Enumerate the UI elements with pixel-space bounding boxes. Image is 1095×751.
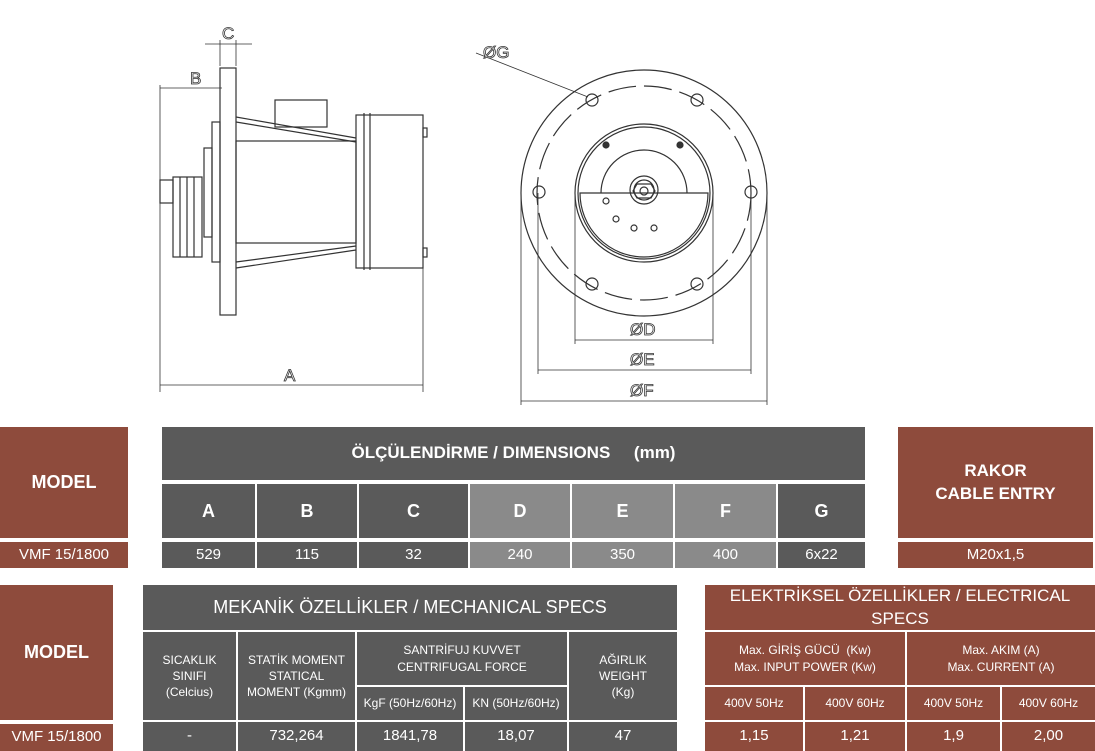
input-power-en: Max. INPUT POWER (Kw): [734, 659, 876, 674]
dimensions-title: ÖLÇÜLENDİRME / DIMENSIONS (mm): [162, 427, 865, 480]
kgf-value: 1841,78: [357, 722, 463, 751]
dim-col-e: E: [572, 484, 673, 538]
cable-entry-header-en: CABLE ENTRY: [935, 483, 1056, 503]
dim-col-f: F: [675, 484, 776, 538]
dim-label-e: ØE: [630, 350, 655, 369]
current-header: Max. AKIM (A) Max. CURRENT (A): [907, 632, 1095, 685]
current-en: Max. CURRENT (A): [947, 659, 1055, 674]
side-view: [159, 40, 428, 392]
dim-col-d: D: [470, 484, 570, 538]
current-60hz-header: 400V 60Hz: [1002, 687, 1095, 720]
current-tr: Max. AKIM (A): [962, 643, 1040, 658]
input-power-tr: Max. GİRİŞ GÜCÜ (Kw): [738, 643, 871, 658]
centrifugal-force-header: SANTRİFUJ KUVVET CENTRIFUGAL FORCE: [357, 632, 567, 685]
current-50hz-value: 1,9: [907, 722, 1000, 751]
weight-header: AĞIRLIK WEIGHT (Kg): [569, 632, 677, 720]
power-60hz-value: 1,21: [805, 722, 905, 751]
dim-label-a: A: [284, 366, 296, 385]
temp-class-value: -: [143, 722, 236, 751]
dim-label-g: ØG: [483, 43, 509, 62]
power-60hz-header: 400V 60Hz: [805, 687, 905, 720]
power-50hz-header: 400V 50Hz: [705, 687, 803, 720]
dim-label-d: ØD: [630, 320, 656, 339]
technical-drawing: A B C ØD ØE ØF ØG: [159, 24, 768, 405]
dim-col-c: C: [359, 484, 468, 538]
dim-value-a: 529: [162, 542, 255, 568]
mechanical-title: MEKANİK ÖZELLİKLER / MECHANICAL SPECS: [143, 585, 677, 630]
kn-header: KN (50Hz/60Hz): [465, 687, 567, 720]
dim-label-f: ØF: [630, 381, 654, 400]
dim-label-c: C: [222, 24, 234, 43]
front-view: [475, 52, 768, 405]
power-50hz-value: 1,15: [705, 722, 803, 751]
cable-entry-value: M20x1,5: [898, 542, 1093, 568]
dim-value-e: 350: [572, 542, 673, 568]
dim-value-c: 32: [359, 542, 468, 568]
cable-entry-header-tr: RAKOR: [964, 460, 1027, 480]
cable-entry-header: RAKOR CABLE ENTRY: [898, 427, 1093, 538]
dimensions-model-header: MODEL: [0, 427, 128, 538]
dim-col-b: B: [257, 484, 357, 538]
mechanical-model-value: VMF 15/1800: [0, 724, 113, 751]
temp-class-header: SICAKLIK SINIFI (Celcius): [143, 632, 236, 720]
dim-label-b: B: [190, 69, 201, 88]
dim-col-a: A: [162, 484, 255, 538]
dim-value-b: 115: [257, 542, 357, 568]
static-moment-value: 732,264: [238, 722, 355, 751]
weight-value: 47: [569, 722, 677, 751]
current-60hz-value: 2,00: [1002, 722, 1095, 751]
current-50hz-header: 400V 50Hz: [907, 687, 1000, 720]
dim-value-d: 240: [470, 542, 570, 568]
dim-col-g: G: [778, 484, 865, 538]
kn-value: 18,07: [465, 722, 567, 751]
static-moment-header: STATİK MOMENT STATICAL MOMENT (Kgmm): [238, 632, 355, 720]
dimensions-model-value: VMF 15/1800: [0, 542, 128, 568]
kgf-header: KgF (50Hz/60Hz): [357, 687, 463, 720]
electrical-title: ELEKTRİKSEL ÖZELLİKLER / ELECTRICAL SPEC…: [705, 585, 1095, 630]
input-power-header: Max. GİRİŞ GÜCÜ (Kw) Max. INPUT POWER (K…: [705, 632, 905, 685]
dim-value-f: 400: [675, 542, 776, 568]
dim-value-g: 6x22: [778, 542, 865, 568]
mechanical-model-header: MODEL: [0, 585, 113, 720]
